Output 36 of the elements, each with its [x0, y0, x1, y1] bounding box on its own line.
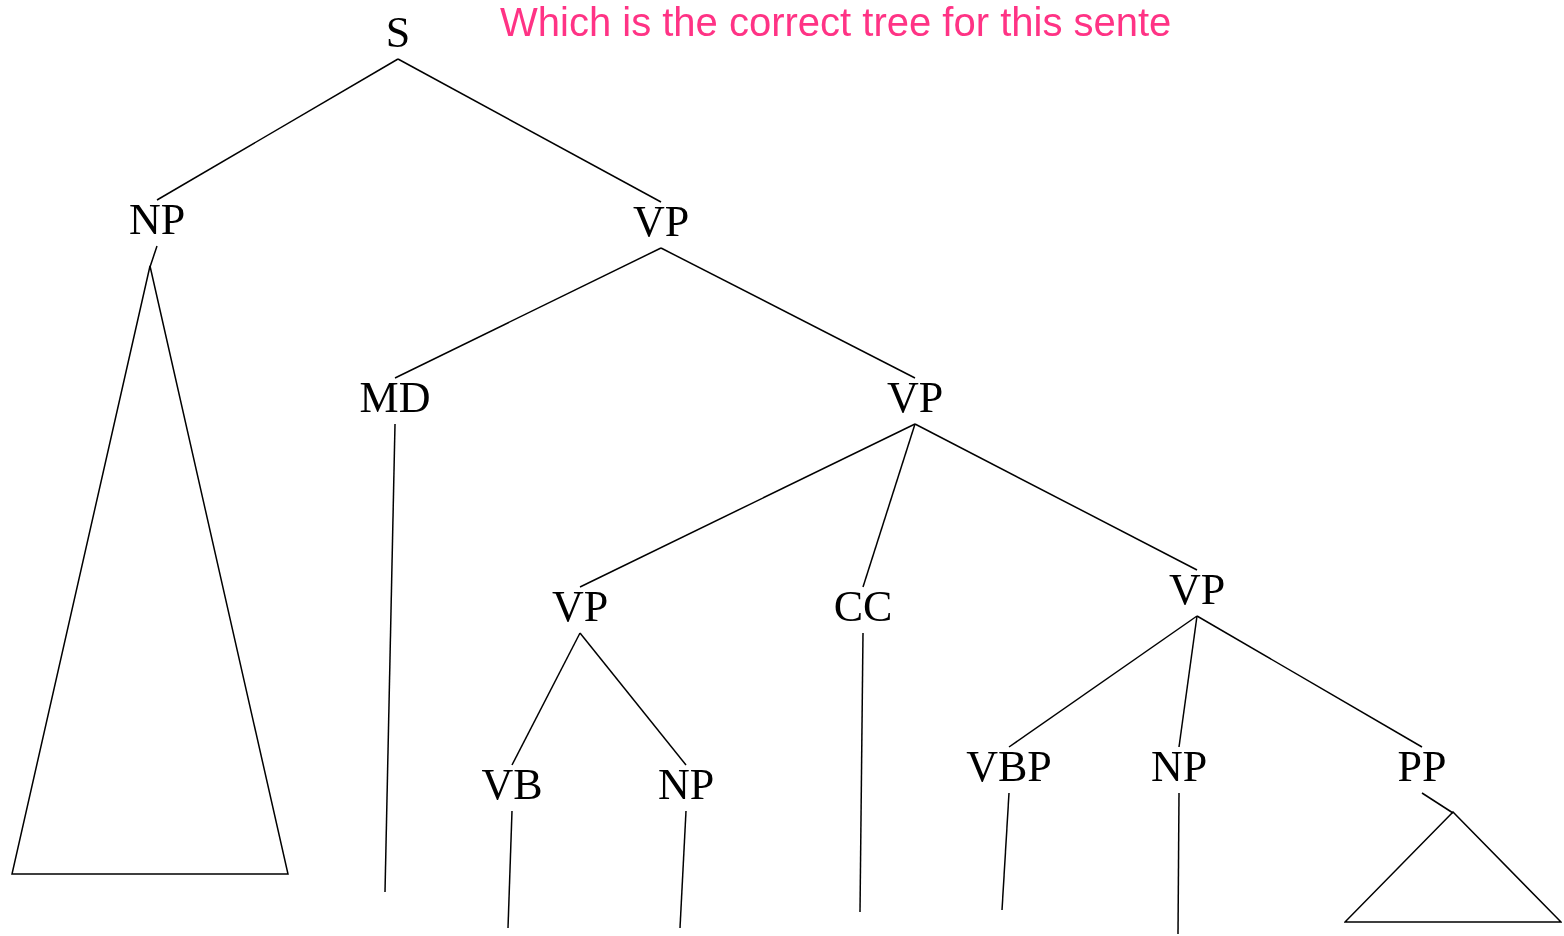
- triangle-shape: [11, 265, 289, 875]
- tree-branch: [579, 423, 916, 588]
- tree-branch: [914, 423, 1198, 571]
- tree-branch: [579, 632, 687, 766]
- triangle-shape: [1344, 811, 1562, 923]
- tree-branch: [156, 58, 399, 201]
- tree-branch: [679, 810, 687, 929]
- node-label: NP: [1134, 745, 1224, 789]
- tree-branch: [660, 247, 916, 379]
- tree-branch: [394, 247, 662, 379]
- node-label: VBP: [954, 745, 1064, 789]
- node-label: CC: [818, 585, 908, 629]
- node-label: NP: [112, 198, 202, 242]
- node-label: S: [368, 11, 428, 55]
- tree-branch: [1177, 792, 1180, 935]
- tree-branch: [1421, 792, 1454, 814]
- node-label: VP: [616, 200, 706, 244]
- node-label: VB: [467, 763, 557, 807]
- node-label: MD: [345, 376, 445, 420]
- node-label: VP: [535, 585, 625, 629]
- tree-branch: [1178, 615, 1198, 748]
- tree-branch: [511, 632, 581, 766]
- tree-branch: [1001, 792, 1010, 911]
- tree-branch: [1008, 615, 1198, 748]
- tree-branch: [507, 810, 513, 929]
- node-label: NP: [641, 763, 731, 807]
- node-label: VP: [1152, 568, 1242, 612]
- tree-branch: [149, 245, 158, 268]
- tree-branch: [397, 58, 662, 203]
- tree-branch: [859, 632, 864, 913]
- tree-branch: [1196, 615, 1423, 748]
- node-label: VP: [870, 376, 960, 420]
- tree-branch: [862, 423, 916, 588]
- tree-branch: [384, 423, 396, 893]
- title: Which is the correct tree for this sente: [500, 0, 1172, 44]
- node-label: PP: [1377, 745, 1467, 789]
